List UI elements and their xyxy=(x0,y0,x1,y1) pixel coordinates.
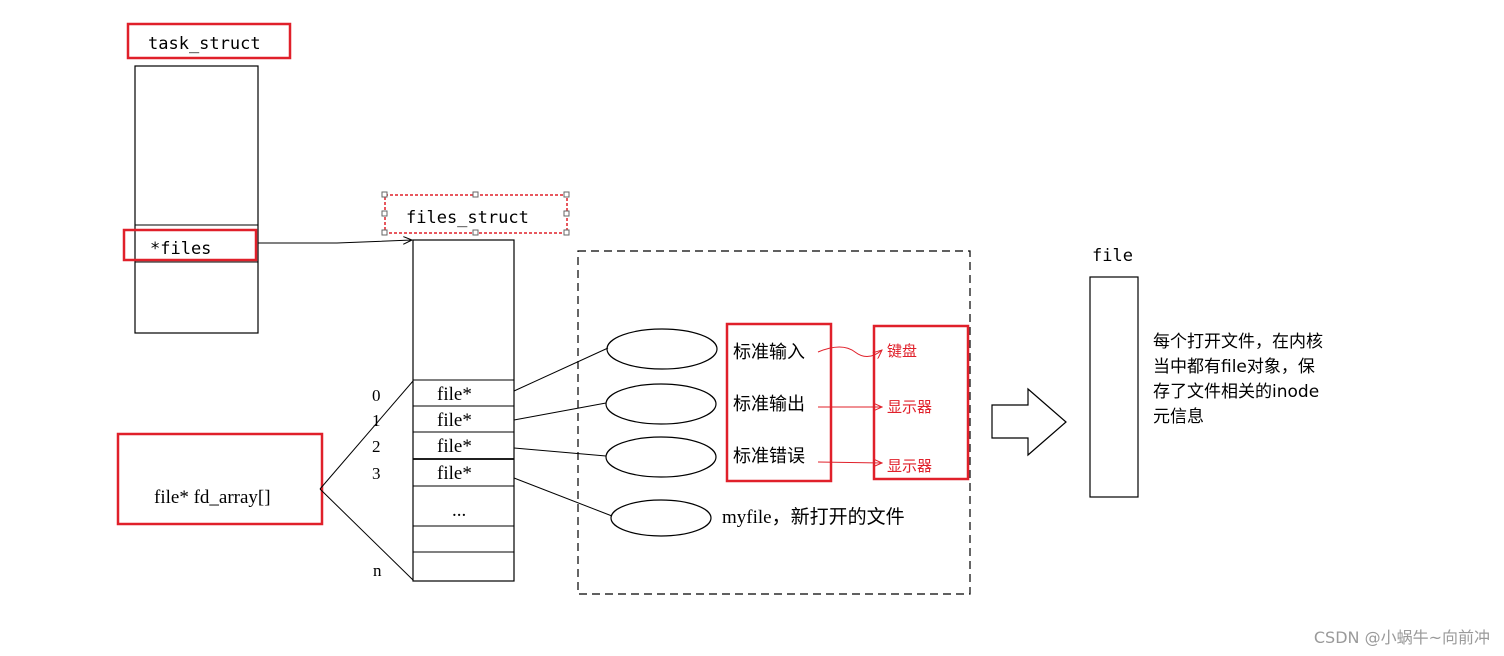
file-object-description: 元信息 xyxy=(1153,407,1204,427)
files-pointer-arrow xyxy=(258,240,412,243)
kernel-file-region xyxy=(577,250,971,595)
fd-link-line xyxy=(513,477,613,517)
fd-link-line xyxy=(513,447,607,457)
file-object-title: file xyxy=(1092,246,1133,266)
fd-slot: file* xyxy=(437,384,472,405)
fd-index: 3 xyxy=(372,464,381,483)
fd-slot: file* xyxy=(437,463,472,484)
files-struct-box xyxy=(412,239,515,582)
fd-link-line xyxy=(513,402,607,421)
fd-index: 1 xyxy=(372,411,381,430)
file-object-box xyxy=(1089,276,1139,498)
fd-slot: file* xyxy=(437,410,472,431)
file-object-ellipse xyxy=(606,328,718,370)
task-struct-box xyxy=(134,65,259,334)
fd-index: 0 xyxy=(372,386,381,405)
devices-box xyxy=(872,324,970,481)
device-arrow xyxy=(817,462,882,463)
myfile-label: myfile，新打开的文件 xyxy=(722,506,905,528)
file-object-description: 存了文件相关的inode xyxy=(1153,382,1319,402)
files-field-highlight xyxy=(122,228,258,262)
task-struct-title: task_struct xyxy=(148,34,261,54)
device-label: 显示器 xyxy=(887,457,932,475)
fd-array-label: file* fd_array[] xyxy=(154,487,271,508)
stream-label: 标准输出 xyxy=(733,394,805,415)
fd-index: 2 xyxy=(372,437,381,456)
selection-handles xyxy=(381,191,570,236)
file-object-ellipse xyxy=(605,383,717,425)
file-object-description: 当中都有file对象，保 xyxy=(1153,357,1315,377)
file-object-ellipse xyxy=(605,436,717,478)
task-struct-title-box xyxy=(126,22,292,60)
stream-label: 标准输入 xyxy=(733,342,805,363)
files-struct-title: files_struct xyxy=(406,208,529,228)
fd-index: n xyxy=(373,561,382,580)
files-field-label: *files xyxy=(150,239,211,259)
file-object-ellipse xyxy=(610,499,712,537)
fd-array-range-line xyxy=(319,380,414,490)
file-object-description: 每个打开文件，在内核 xyxy=(1153,332,1323,352)
device-label: 显示器 xyxy=(887,398,932,416)
fd-array-dividers xyxy=(413,379,514,553)
watermark: CSDN @小蜗牛~向前冲 xyxy=(1314,628,1490,647)
fd-array-range-line xyxy=(319,488,414,581)
device-arrow xyxy=(817,346,882,357)
device-label: 键盘 xyxy=(887,342,917,360)
hollow-right-arrow xyxy=(991,387,1067,457)
fd-array-label-box xyxy=(116,432,324,526)
fd-slot: file* xyxy=(437,436,472,457)
fd-link-line xyxy=(513,347,609,392)
fd-slot-ellipsis: ... xyxy=(452,500,466,521)
stream-label: 标准错误 xyxy=(733,446,805,467)
stream-labels-box xyxy=(725,322,833,483)
